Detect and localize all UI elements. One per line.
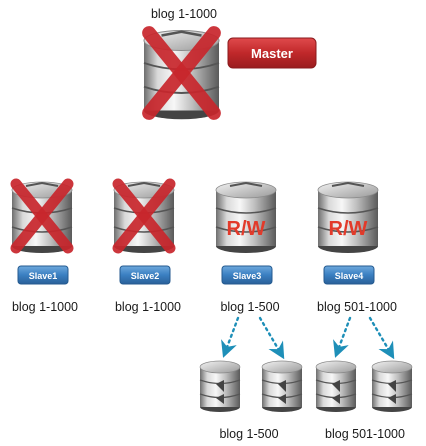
slave4-rw-label: R/W [329,218,368,240]
new-group-right-range-label: blog 501-1000 [325,427,405,441]
slave1-database-icon [12,182,72,254]
slave2-range-label: blog 1-1000 [115,300,181,314]
replication-arrow-slave4-left [333,316,352,358]
slave3-rw-label: R/W [227,218,266,240]
new-db-4-icon [371,360,413,413]
master-badge-label: Master [251,46,293,61]
replication-arrow-slave4-right [368,316,395,360]
slave1-range-label: blog 1-1000 [12,300,78,314]
slave3-range-label: blog 1-500 [220,300,279,314]
slave4-range-label: blog 501-1000 [317,300,397,314]
master-database-icon [144,31,219,121]
slave2-database-icon [114,182,174,254]
slave2-badge: Slave2 [119,265,171,285]
replication-arrow-slave3-left [221,316,240,358]
slave3-badge-label: Slave3 [233,271,262,281]
slave2-badge-label: Slave2 [131,271,160,281]
new-db-1-icon [199,360,241,413]
slave1-badge: Slave1 [17,265,69,285]
slave4-badge: Slave4 [323,265,375,285]
new-db-3-icon [315,360,357,413]
slave4-badge-label: Slave4 [335,271,364,281]
new-db-2-icon [261,360,303,413]
replication-arrow-slave3-right [258,316,285,360]
new-group-left-range-label: blog 1-500 [219,427,278,441]
master-range-label: blog 1-1000 [151,7,217,21]
master-badge: Master [227,37,317,69]
slave1-badge-label: Slave1 [29,271,58,281]
slave3-badge: Slave3 [221,265,273,285]
